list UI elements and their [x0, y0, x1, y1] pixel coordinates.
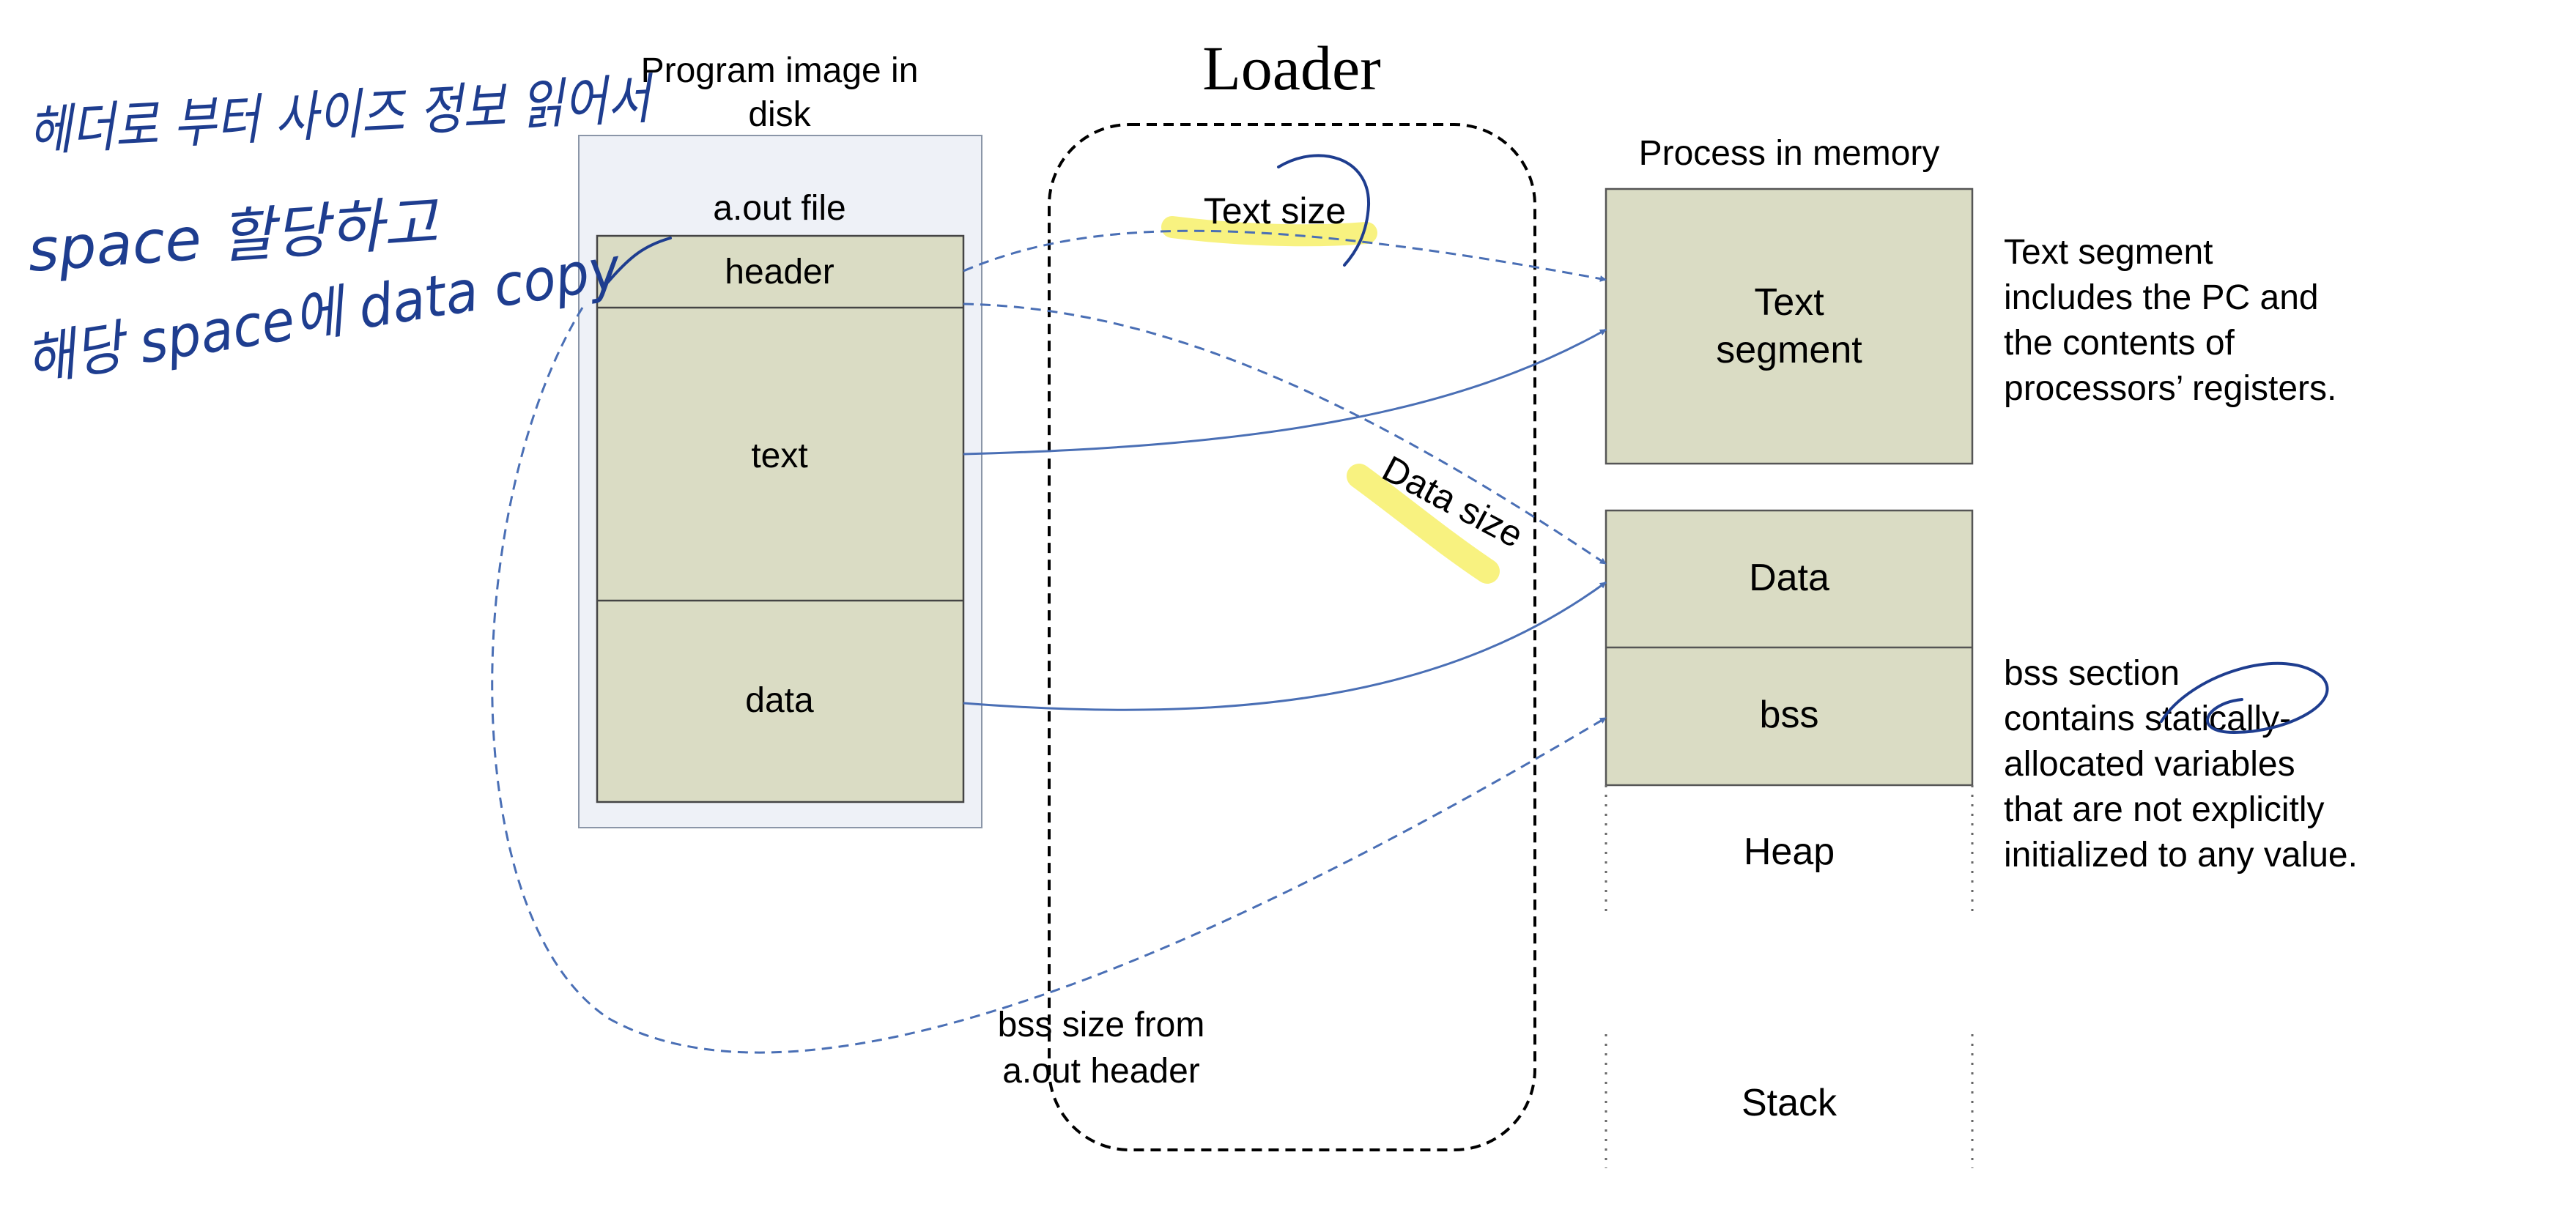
text-size-scribble	[1277, 154, 1371, 267]
text-segment-note-line1: Text segment	[2004, 233, 2213, 272]
text-segment-note: Text segment includes the PC and the con…	[2004, 233, 2336, 408]
header-section-label: header	[725, 253, 834, 292]
loader-box	[1048, 123, 1536, 1151]
text-section-label: text	[751, 437, 807, 475]
copy-stroke	[607, 237, 672, 283]
bss-segment-label: bss	[1760, 694, 1819, 736]
statically-scribble	[2160, 661, 2329, 735]
memory-title: Process in memory	[1639, 134, 1940, 173]
bss-section-note-line3: allocated variables	[2004, 745, 2295, 784]
aout-file-label: a.out file	[713, 189, 845, 228]
text-segment-label-line2: segment	[1716, 329, 1862, 371]
bss-section-note: bss section contains statically- allocat…	[2004, 654, 2358, 875]
aout-file-box	[596, 234, 965, 803]
text-segment-box	[1605, 187, 1974, 465]
heap-label: Heap	[1744, 831, 1835, 873]
text-size-label: Text size	[1204, 190, 1347, 231]
text-size-highlight	[1161, 216, 1377, 247]
text-segment-label-line1: Text	[1754, 281, 1824, 324]
text-segment-note-line3: the contents of	[2004, 324, 2235, 363]
handwritten-note-line1: 헤더로 부터 사이즈 정보 읽어서	[26, 67, 656, 163]
stack-label: Stack	[1742, 1082, 1837, 1124]
arrow-header-to-text-segment	[963, 229, 1607, 282]
arrow-data-to-data-segment	[963, 581, 1607, 711]
bss-section-note-line5: initialized to any value.	[2004, 836, 2358, 875]
bss-size-label-line2: a.out header	[1002, 1052, 1200, 1091]
data-segment-label: Data	[1749, 557, 1829, 599]
text-segment-note-line2: includes the PC and	[2004, 278, 2319, 317]
data-section-label: data	[745, 681, 814, 720]
bss-section-note-line4: that are not explicitly	[2004, 790, 2325, 829]
bss-size-label-line1: bss size from	[998, 1006, 1205, 1044]
disk-title-line1: Program image in	[641, 51, 919, 90]
data-size-highlight	[1347, 464, 1500, 584]
handwritten-note-line2: space 할당하고	[26, 188, 443, 285]
loader-title: Loader	[1202, 33, 1381, 103]
text-segment-note-line4: processors’ registers.	[2004, 369, 2336, 408]
disk-title-line2: disk	[748, 95, 811, 134]
arrow-header-to-data-segment	[963, 302, 1607, 565]
bss-section-note-line1: bss section	[2004, 654, 2180, 693]
arrow-text-to-text-segment	[963, 328, 1607, 456]
